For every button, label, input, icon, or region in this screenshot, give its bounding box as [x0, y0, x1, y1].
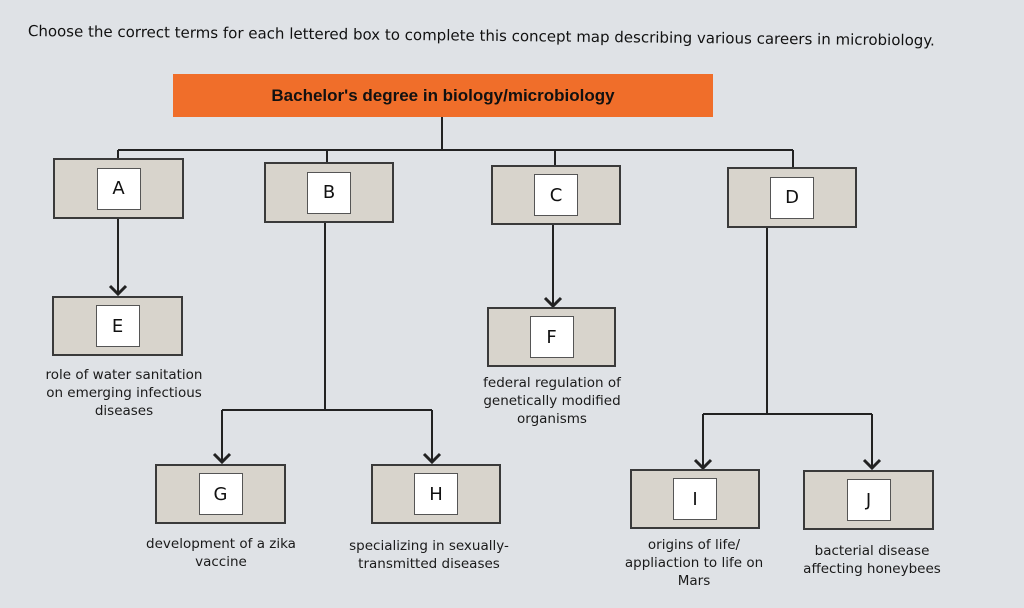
- box-i[interactable]: I: [630, 469, 760, 529]
- box-h[interactable]: H: [371, 464, 501, 524]
- box-f[interactable]: F: [487, 307, 616, 367]
- box-a-label[interactable]: A: [96, 167, 141, 210]
- box-g[interactable]: G: [155, 464, 286, 524]
- description-i: origins of life/ appliaction to life on …: [624, 537, 764, 589]
- box-j[interactable]: J: [803, 470, 934, 530]
- box-b-label[interactable]: B: [307, 171, 351, 214]
- box-f-label[interactable]: F: [529, 316, 574, 358]
- description-e: role of water sanitation on emerging inf…: [45, 367, 203, 419]
- description-h: specializing in sexually- transmitted di…: [349, 538, 509, 572]
- box-c[interactable]: C: [491, 165, 621, 225]
- box-j-label[interactable]: J: [846, 479, 891, 521]
- box-d-label[interactable]: D: [770, 176, 814, 219]
- box-g-label[interactable]: G: [198, 473, 243, 515]
- box-d[interactable]: D: [727, 167, 857, 228]
- box-i-label[interactable]: I: [673, 478, 717, 520]
- description-f: federal regulation of genetically modifi…: [483, 375, 621, 427]
- description-g: development of a zika vaccine: [146, 536, 296, 570]
- box-e[interactable]: E: [52, 296, 183, 356]
- root-degree-box: Bachelor's degree in biology/microbiolog…: [173, 74, 713, 117]
- root-degree-label: Bachelor's degree in biology/microbiolog…: [271, 85, 615, 105]
- box-c-label[interactable]: C: [534, 174, 578, 216]
- description-j: bacterial disease affecting honeybees: [803, 543, 941, 577]
- box-h-label[interactable]: H: [414, 473, 458, 515]
- box-e-label[interactable]: E: [95, 305, 140, 347]
- box-a[interactable]: A: [53, 158, 184, 219]
- box-b[interactable]: B: [264, 162, 394, 223]
